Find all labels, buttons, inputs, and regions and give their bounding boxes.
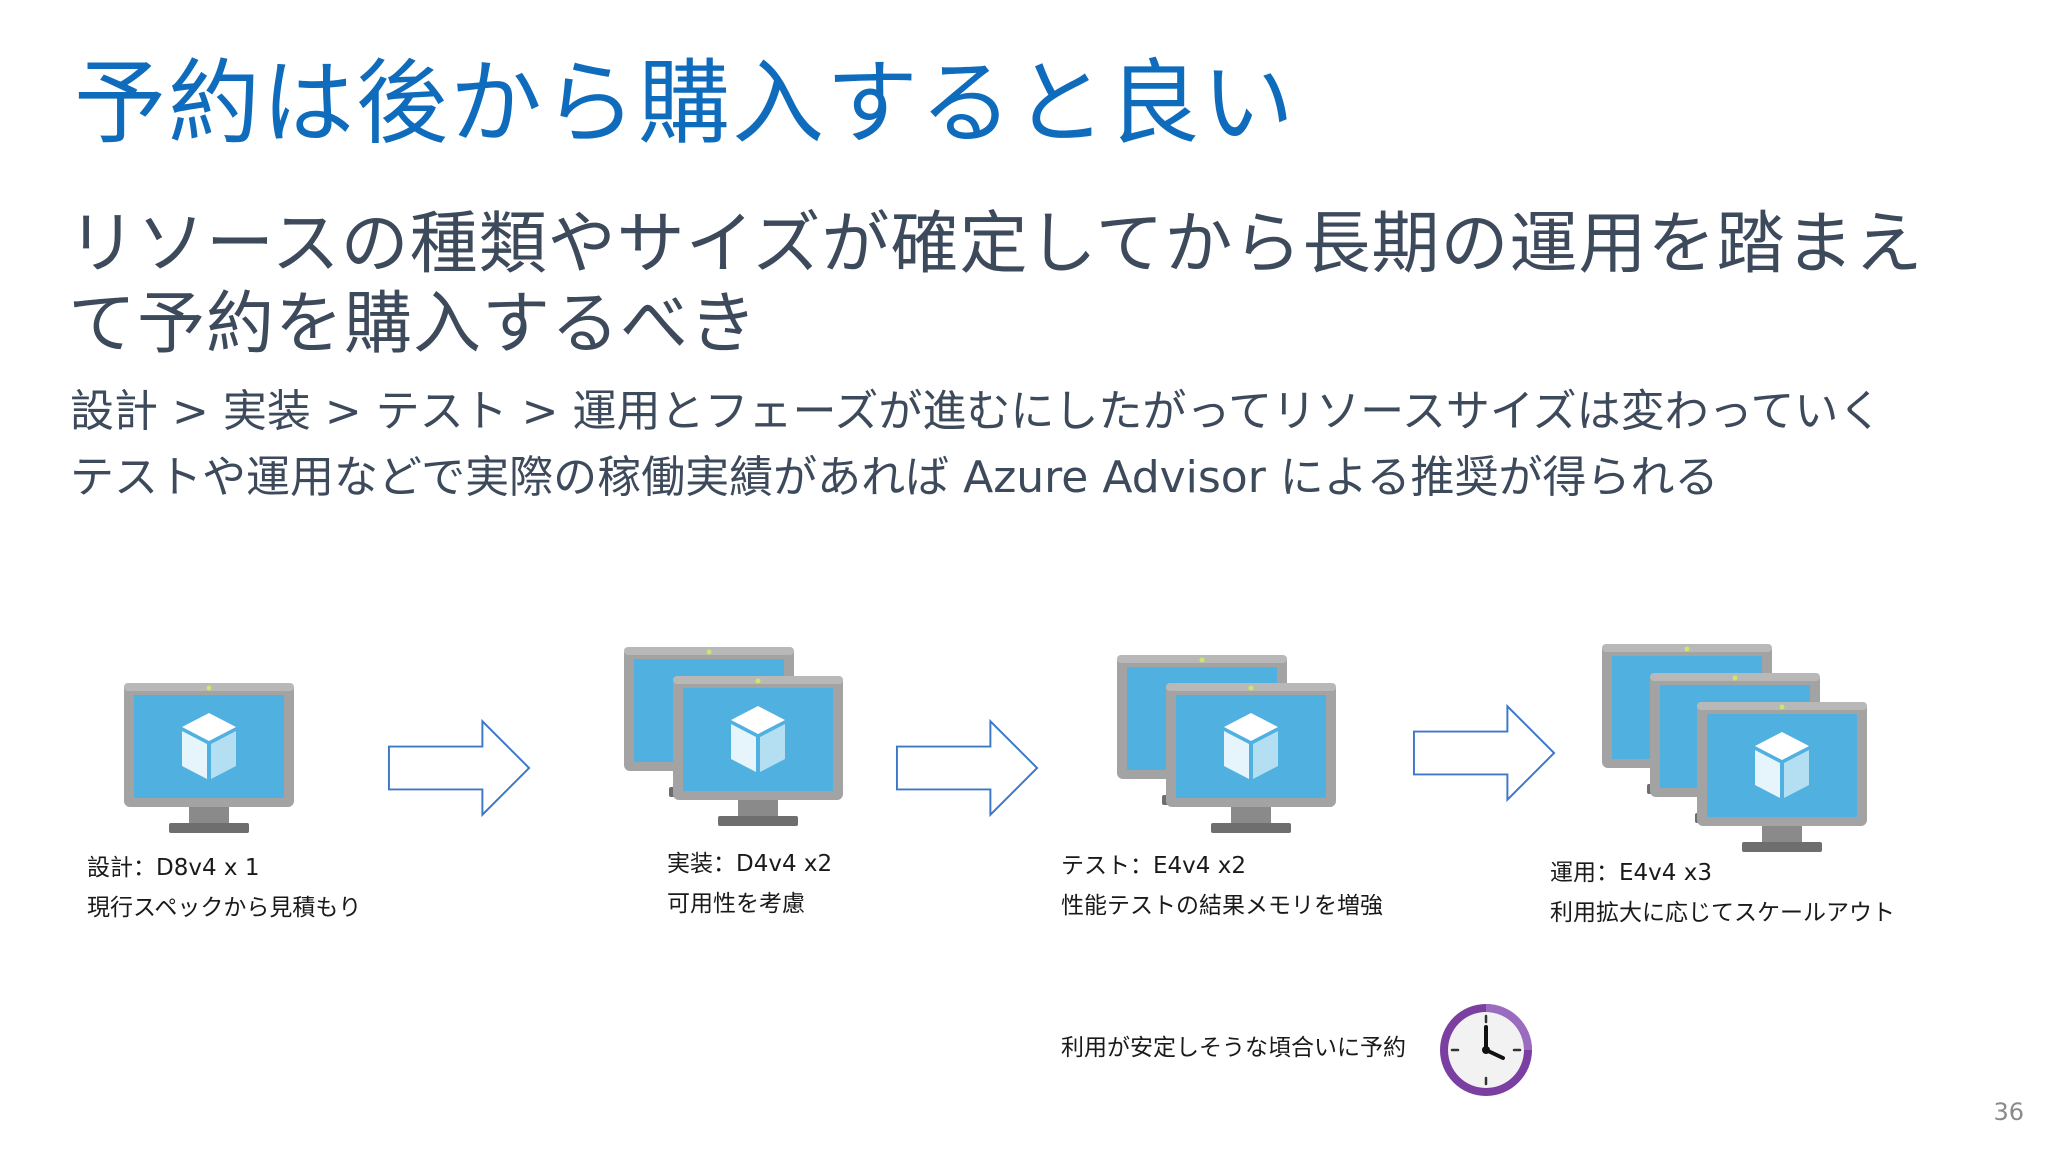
virtual-machine-icon — [124, 683, 294, 843]
right-arrow-icon — [387, 718, 533, 822]
slide-title: 予約は後から購入すると良い — [74, 50, 1297, 157]
stage-note: 性能テストの結果メモリを増強 — [1061, 893, 1383, 919]
stage-caption-test: テスト：E4v4 x2 性能テストの結果メモリを増強 — [1061, 846, 1383, 926]
virtual-machine-icon — [1166, 683, 1336, 843]
stage-caption-operation: 運用：E4v4 x3 利用拡大に応じてスケールアウト — [1550, 853, 1895, 933]
stage-label: テスト：E4v4 x2 — [1061, 853, 1246, 879]
virtual-machine-icon — [673, 676, 843, 836]
virtual-machine-icon — [1697, 702, 1867, 862]
stage-label: 設計：D8v4 x 1 — [87, 855, 260, 881]
right-arrow-icon — [1412, 703, 1558, 807]
sub-bullet-phases: 設計 > 実装 > テスト > 運用とフェーズが進むにしたがってリソースサイズは… — [70, 386, 1883, 437]
slide-lead-text: リソースの種類やサイズが確定してから長期の運用を踏まえて予約を購入するべき — [68, 205, 1924, 364]
sub-bullet-advisor: テストや運用などで実際の稼働実績があれば Azure Advisor による推奨… — [70, 452, 1719, 503]
right-arrow-icon — [895, 718, 1041, 822]
stage-label: 実装：D4v4 x2 — [667, 851, 833, 877]
stage-note: 現行スペックから見積もり — [87, 895, 362, 921]
stage-label: 運用：E4v4 x3 — [1550, 860, 1712, 886]
stage-caption-design: 設計：D8v4 x 1 現行スペックから見積もり — [87, 848, 361, 928]
stage-note: 可用性を考慮 — [667, 891, 805, 917]
reservation-clock-icon — [1436, 1000, 1536, 1104]
reservation-timing-note: 利用が安定しそうな頃合いに予約 — [1061, 1035, 1406, 1061]
stage-caption-implementation: 実装：D4v4 x2 可用性を考慮 — [667, 844, 832, 924]
page-number: 36 — [1993, 1098, 2024, 1126]
stage-note: 利用拡大に応じてスケールアウト — [1550, 900, 1895, 926]
